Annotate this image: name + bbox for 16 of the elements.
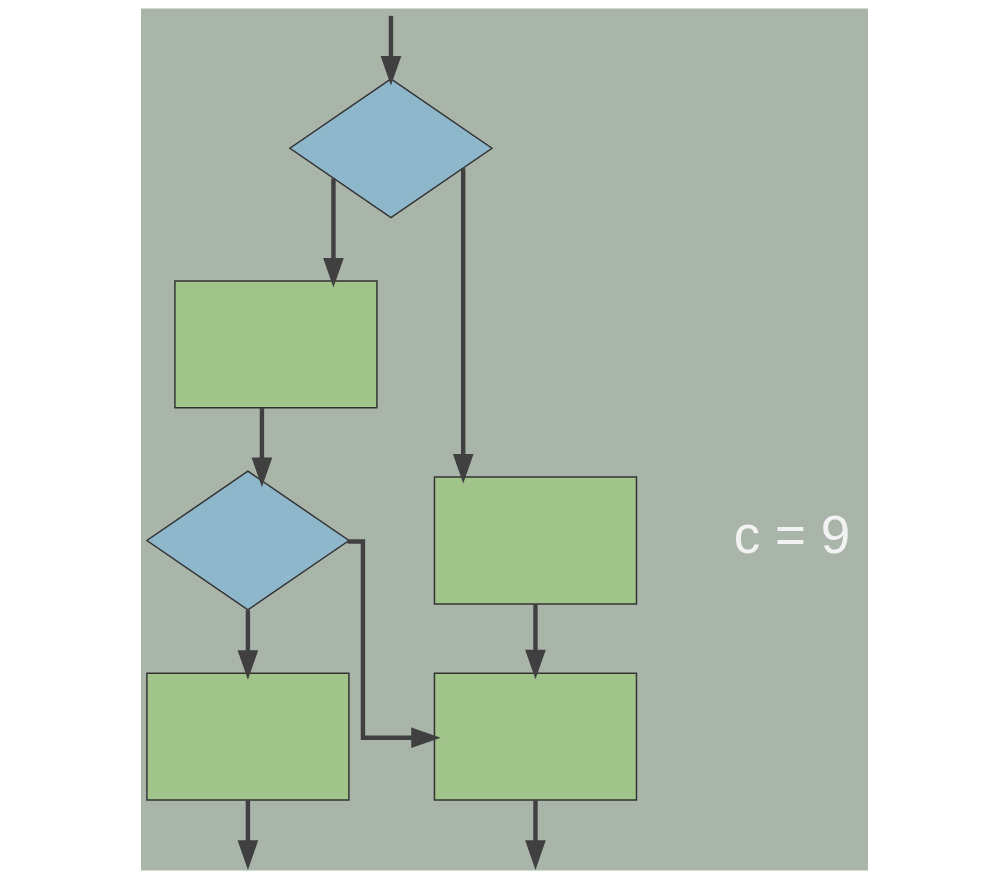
arrow <box>524 800 546 870</box>
arrow <box>346 539 441 749</box>
arrow <box>452 168 474 484</box>
arrow <box>524 604 546 680</box>
label: c = 9 <box>733 505 850 565</box>
node-diamond <box>145 470 350 611</box>
arrow <box>322 178 344 288</box>
arrow <box>237 800 258 870</box>
node-box <box>433 672 637 801</box>
node-box <box>433 476 637 605</box>
arrow <box>380 15 401 86</box>
node-box <box>173 280 378 409</box>
node-diamond <box>288 78 493 219</box>
arrow <box>237 610 258 680</box>
node-box <box>145 672 350 801</box>
arrow <box>251 408 272 488</box>
